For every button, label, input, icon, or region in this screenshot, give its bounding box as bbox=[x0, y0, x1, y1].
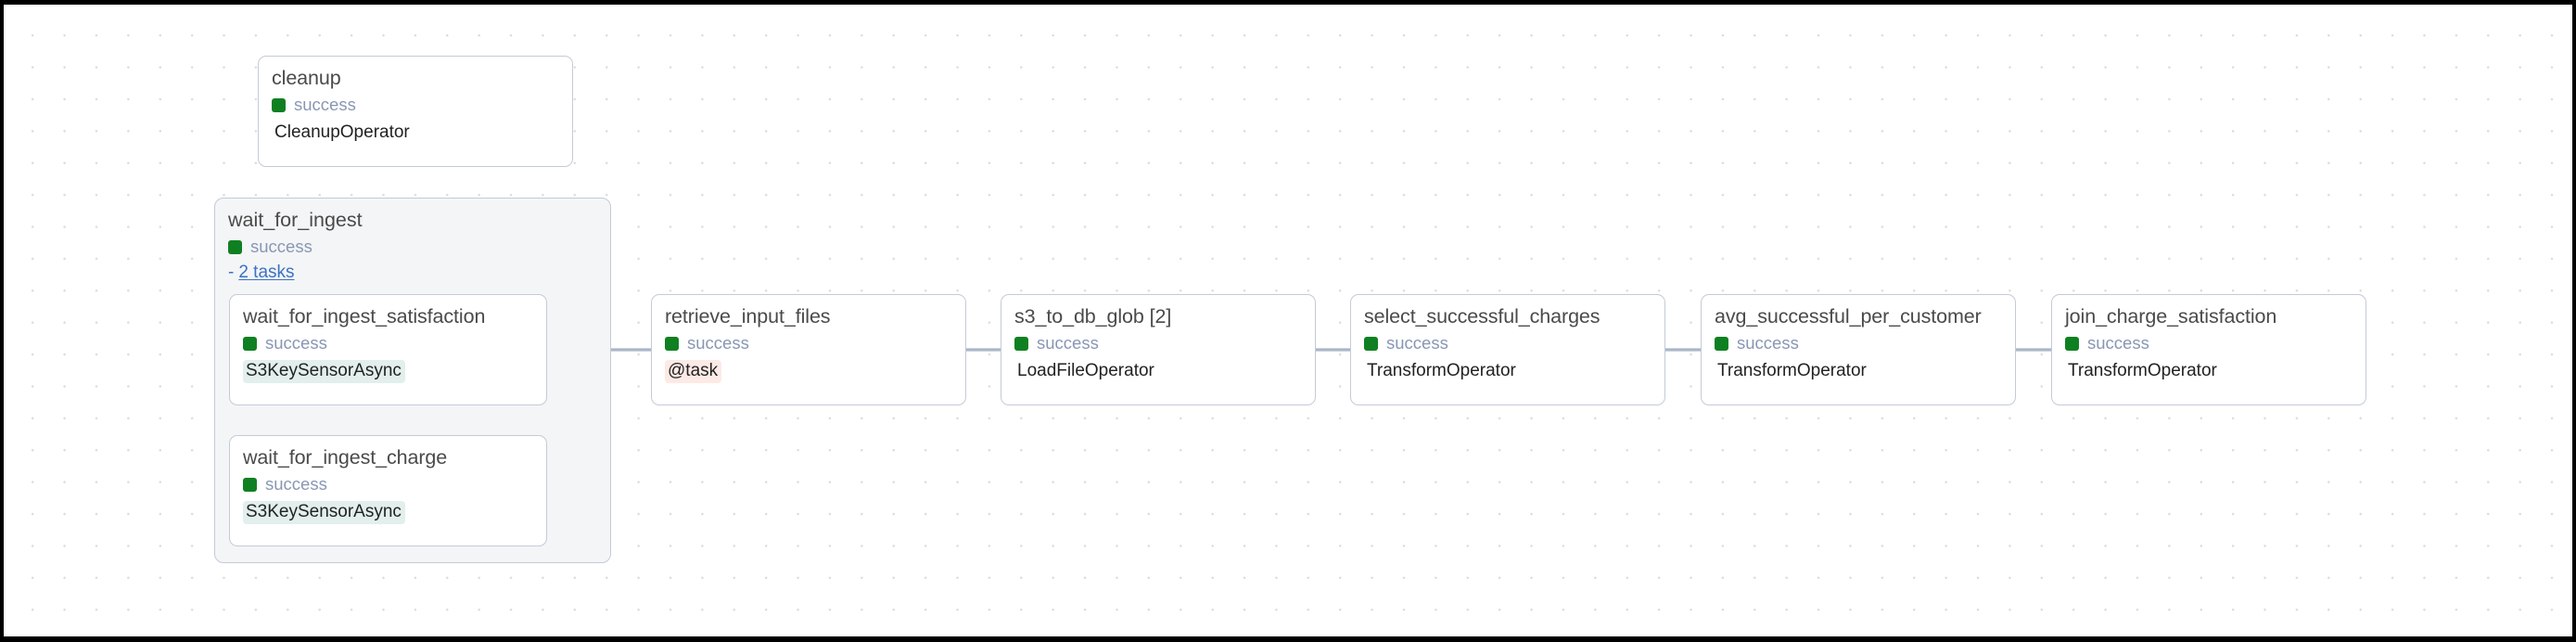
task-node-s3-to-db-glob[interactable]: s3_to_db_glob [2] success LoadFileOperat… bbox=[1001, 294, 1316, 405]
task-node-status-label: success bbox=[265, 332, 327, 353]
task-node-status: success bbox=[1715, 334, 2002, 353]
task-node-wait-for-ingest-satisfaction[interactable]: wait_for_ingest_satisfaction success S3K… bbox=[229, 294, 547, 405]
task-group-status: success bbox=[228, 238, 597, 256]
task-node-operator: TransformOperator bbox=[1367, 361, 1516, 381]
task-node-operator: LoadFileOperator bbox=[1017, 361, 1154, 381]
task-node-title: s3_to_db_glob [2] bbox=[1014, 305, 1172, 327]
task-node-operator: TransformOperator bbox=[2068, 361, 2217, 381]
task-node-cleanup[interactable]: cleanup success CleanupOperator bbox=[258, 56, 573, 167]
task-node-status-label: success bbox=[687, 332, 749, 353]
task-group-title: wait_for_ingest bbox=[228, 209, 363, 231]
task-node-operator: TransformOperator bbox=[1717, 361, 1867, 381]
task-node-title: retrieve_input_files bbox=[665, 305, 831, 327]
status-success-icon bbox=[2065, 336, 2079, 351]
task-node-status: success bbox=[243, 334, 533, 353]
task-node-avg-successful-per-customer[interactable]: avg_successful_per_customer success Tran… bbox=[1701, 294, 2016, 405]
task-node-title: wait_for_ingest_charge bbox=[243, 446, 448, 469]
status-success-icon bbox=[1715, 336, 1728, 351]
status-success-icon bbox=[243, 477, 257, 492]
task-node-title: cleanup bbox=[272, 67, 341, 89]
task-node-status-label: success bbox=[1386, 332, 1448, 353]
task-node-select-successful-charges[interactable]: select_successful_charges success Transf… bbox=[1350, 294, 1665, 405]
status-success-icon bbox=[665, 336, 679, 351]
task-node-title: wait_for_ingest_satisfaction bbox=[243, 305, 486, 327]
task-group-status-label: success bbox=[250, 236, 312, 256]
task-node-status-label: success bbox=[294, 94, 356, 114]
collapse-minus-icon: - bbox=[228, 263, 235, 283]
task-node-title: avg_successful_per_customer bbox=[1715, 305, 1982, 327]
task-node-status: success bbox=[2065, 334, 2353, 353]
task-node-title: select_successful_charges bbox=[1364, 305, 1600, 327]
task-node-status: success bbox=[243, 475, 533, 494]
task-node-join-charge-satisfaction[interactable]: join_charge_satisfaction success Transfo… bbox=[2051, 294, 2366, 405]
task-group-collapse-toggle[interactable]: - 2 tasks bbox=[228, 263, 295, 281]
status-success-icon bbox=[243, 336, 257, 351]
task-node-status: success bbox=[665, 334, 952, 353]
task-node-wait-for-ingest-charge[interactable]: wait_for_ingest_charge success S3KeySens… bbox=[229, 435, 547, 546]
task-node-status-label: success bbox=[1737, 332, 1799, 353]
status-success-icon bbox=[228, 239, 242, 254]
status-success-icon bbox=[1014, 336, 1028, 351]
task-node-status-label: success bbox=[2087, 332, 2149, 353]
task-node-status: success bbox=[1014, 334, 1302, 353]
status-success-icon bbox=[1364, 336, 1378, 351]
status-success-icon bbox=[272, 97, 286, 112]
task-group-count-label: 2 tasks bbox=[238, 263, 295, 283]
task-node-status-label: success bbox=[265, 473, 327, 494]
task-node-operator: S3KeySensorAsync bbox=[243, 501, 405, 524]
task-node-operator: S3KeySensorAsync bbox=[243, 360, 405, 383]
task-node-status: success bbox=[1364, 334, 1651, 353]
task-node-status-label: success bbox=[1037, 332, 1099, 353]
task-node-status: success bbox=[272, 96, 559, 114]
task-node-operator: @task bbox=[665, 360, 722, 383]
task-node-operator: CleanupOperator bbox=[274, 122, 410, 143]
task-node-retrieve-input-files[interactable]: retrieve_input_files success @task bbox=[651, 294, 966, 405]
task-node-title: join_charge_satisfaction bbox=[2065, 305, 2277, 327]
